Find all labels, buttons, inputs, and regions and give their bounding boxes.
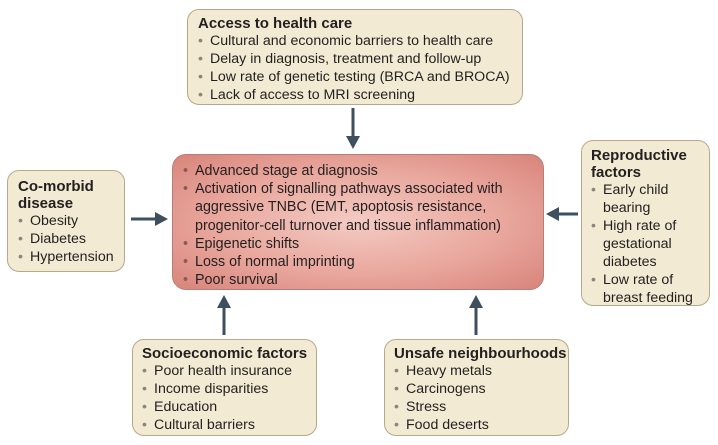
list-item: Activation of signalling pathways associ… bbox=[183, 180, 535, 235]
list-item: Education bbox=[142, 398, 316, 416]
arrow-up-from-neighbourhoods bbox=[469, 295, 483, 335]
neighbourhoods-list: Heavy metals Carcinogens Stress Food des… bbox=[394, 362, 568, 434]
list-item: Carcinogens bbox=[394, 380, 568, 398]
list-item: Cultural and economic barriers to health… bbox=[198, 32, 522, 50]
neighbourhoods-title: Unsafe neighbourhoods bbox=[394, 345, 567, 362]
list-item: Loss of normal imprinting bbox=[183, 253, 535, 271]
list-item: Diabetes bbox=[18, 230, 124, 248]
reproductive-title-line1: Reproductive bbox=[591, 147, 687, 164]
reproductive-title-line2: factors bbox=[591, 164, 642, 181]
list-item: Epigenetic shifts bbox=[183, 235, 535, 253]
arrow-down-from-access bbox=[346, 108, 360, 149]
list-item: Poor health insurance bbox=[142, 362, 316, 380]
access-list: Cultural and economic barriers to health… bbox=[198, 32, 522, 104]
list-item: High rate of gestational diabetes bbox=[591, 217, 705, 271]
arrow-up-from-socioeconomic bbox=[217, 295, 231, 335]
list-item: Obesity bbox=[18, 212, 124, 230]
list-item: Heavy metals bbox=[394, 362, 568, 380]
socioeconomic-title: Socioeconomic factors bbox=[142, 345, 308, 362]
arrow-left-from-reproductive bbox=[546, 207, 578, 221]
list-item: Low rate of genetic testing (BRCA and BR… bbox=[198, 68, 522, 86]
list-item: Low rate of breast feeding bbox=[591, 271, 705, 307]
tnbc-outcomes-list: Advanced stage at diagnosis Activation o… bbox=[183, 162, 535, 290]
access-title: Access to health care bbox=[198, 15, 353, 32]
comorbid-disease-box: Co-morbid disease Obesity Diabetes Hyper… bbox=[7, 170, 125, 272]
list-item: Poor survival bbox=[183, 271, 535, 289]
arrow-right-from-comorbid bbox=[131, 212, 168, 226]
unsafe-neighbourhoods-box: Unsafe neighbourhoods Heavy metals Carci… bbox=[384, 339, 569, 436]
list-item: Income disparities bbox=[142, 380, 316, 398]
list-item: Lack of access to MRI screening bbox=[198, 86, 522, 104]
list-item: Stress bbox=[394, 398, 568, 416]
socioeconomic-factors-box: Socioeconomic factors Poor health insura… bbox=[132, 339, 317, 436]
tnbc-outcomes-box: Advanced stage at diagnosis Activation o… bbox=[172, 154, 544, 290]
reproductive-factors-box: Reproductive factors Early child bearing… bbox=[581, 140, 710, 306]
list-item: Advanced stage at diagnosis bbox=[183, 162, 535, 180]
list-item: Delay in diagnosis, treatment and follow… bbox=[198, 50, 522, 68]
reproductive-list: Early child bearing High rate of gestati… bbox=[591, 181, 705, 307]
list-item: Early child bearing bbox=[591, 181, 705, 217]
list-item: Food deserts bbox=[394, 416, 568, 434]
list-item: Cultural barriers bbox=[142, 416, 316, 434]
comorbid-list: Obesity Diabetes Hypertension bbox=[18, 212, 124, 266]
socioeconomic-list: Poor health insurance Income disparities… bbox=[142, 362, 316, 434]
comorbid-title-line1: Co-morbid bbox=[18, 178, 94, 195]
comorbid-title-line2: disease bbox=[18, 195, 74, 212]
list-item: Hypertension bbox=[18, 248, 124, 266]
access-to-health-care-box: Access to health care Cultural and econo… bbox=[187, 9, 523, 105]
